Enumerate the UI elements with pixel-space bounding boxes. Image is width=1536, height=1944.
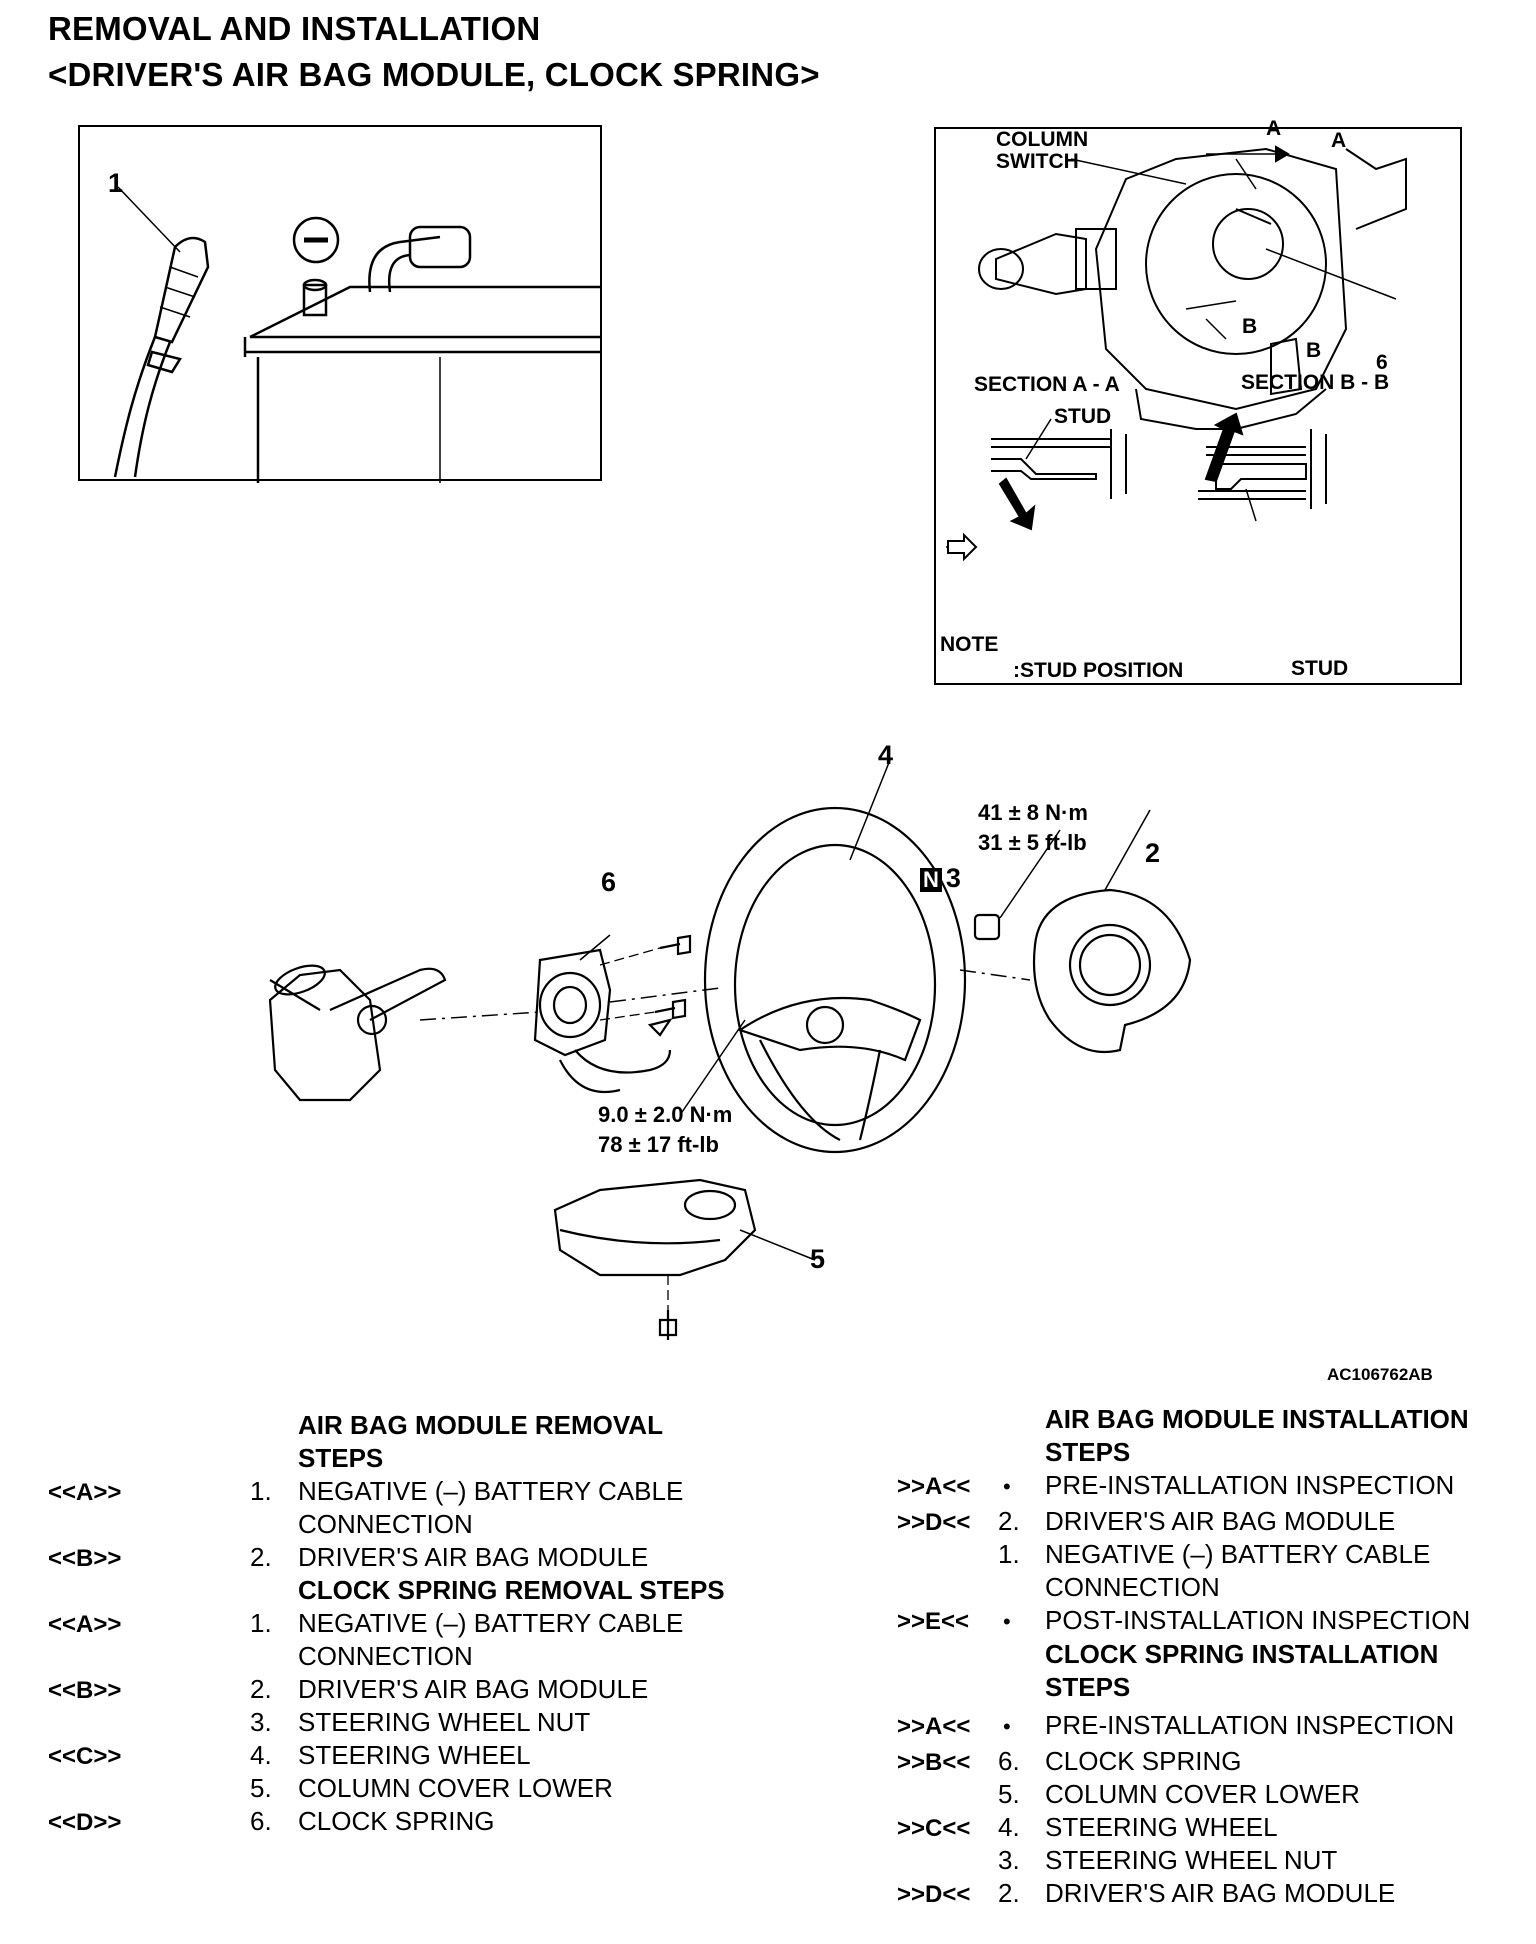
install-num: 3. <box>998 1845 1020 1875</box>
clock-spring-illustration <box>946 145 1407 562</box>
screw-torque-ftlb: 78 ± 17 ft-lb <box>598 1132 719 1157</box>
install-code: >>C<< <box>897 1815 971 1842</box>
removal-step-cont: CONNECTION <box>298 1641 473 1671</box>
install-num: 2. <box>998 1878 1020 1908</box>
install-step: DRIVER'S AIR BAG MODULE <box>1045 1878 1396 1908</box>
stud-position-label: :STUD POSITION <box>1013 659 1184 682</box>
page-subtitle: <DRIVER'S AIR BAG MODULE, CLOCK SPRING> <box>48 56 820 93</box>
nut-torque-ftlb: 31 ± 5 ft-lb <box>978 830 1087 855</box>
battery-illustration <box>113 186 600 483</box>
install-heading-airbag-2: STEPS <box>1045 1437 1131 1467</box>
install-step: NEGATIVE (–) BATTERY CABLE <box>1045 1539 1431 1569</box>
removal-code: <<B>> <box>48 1677 122 1704</box>
stud-label-top: STUD <box>1054 405 1112 428</box>
removal-code: <<A>> <box>48 1479 122 1506</box>
removal-code: <<C>> <box>48 1743 122 1770</box>
install-step-cont: CONNECTION <box>1045 1572 1220 1602</box>
removal-heading-airbag-2: STEPS <box>298 1443 384 1473</box>
note-label: NOTE <box>940 633 999 656</box>
install-num: 1. <box>998 1539 1020 1569</box>
callout-4: 4 <box>878 740 894 770</box>
removal-num: 2. <box>250 1542 272 1572</box>
label-b-left: B <box>1242 315 1258 338</box>
install-num: 4. <box>998 1812 1020 1842</box>
install-step: CLOCK SPRING <box>1045 1746 1242 1776</box>
removal-step: STEERING WHEEL NUT <box>298 1707 591 1737</box>
callout-5: 5 <box>810 1244 826 1274</box>
removal-step: COLUMN COVER LOWER <box>298 1773 613 1803</box>
page-title: REMOVAL AND INSTALLATION <box>48 10 541 47</box>
callout-6: 6 <box>601 867 617 897</box>
install-num: 2. <box>998 1506 1020 1536</box>
removal-num: 1. <box>250 1476 272 1506</box>
install-code: >>E<< <box>897 1608 970 1635</box>
callout-3-number: 3 <box>945 863 961 893</box>
new-part-badge: N <box>920 868 942 892</box>
removal-step-cont: CONNECTION <box>298 1509 473 1539</box>
screw-torque-nm: 9.0 ± 2.0 N·m <box>598 1102 733 1127</box>
install-step: DRIVER'S AIR BAG MODULE <box>1045 1506 1396 1536</box>
install-bullet: • <box>1003 1609 1011 1634</box>
removal-num: 3. <box>250 1707 272 1737</box>
install-heading-clock-1: CLOCK SPRING INSTALLATION <box>1045 1639 1439 1669</box>
battery-figure: 1 <box>78 125 602 483</box>
removal-num: 4. <box>250 1740 272 1770</box>
install-step: POST-INSTALLATION INSPECTION <box>1045 1605 1471 1635</box>
install-step: STEERING WHEEL <box>1045 1812 1278 1842</box>
label-b-right: B <box>1306 339 1322 362</box>
install-heading-airbag-1: AIR BAG MODULE INSTALLATION <box>1045 1404 1469 1434</box>
removal-step: CLOCK SPRING <box>298 1806 495 1836</box>
install-num: 6. <box>998 1746 1020 1776</box>
removal-code: <<A>> <box>48 1611 122 1638</box>
section-bb-label: SECTION B - B <box>1241 371 1390 394</box>
removal-num: 5. <box>250 1773 272 1803</box>
removal-num: 1. <box>250 1608 272 1638</box>
install-bullet: • <box>1003 1714 1011 1739</box>
removal-num: 6. <box>250 1806 272 1836</box>
removal-code: <<B>> <box>48 1545 122 1572</box>
callout-6-detail: 6 <box>1376 351 1388 374</box>
figure-code: AC106762AB <box>1327 1365 1433 1384</box>
section-aa-label: SECTION A - A <box>974 373 1120 396</box>
callout-2: 2 <box>1145 838 1161 868</box>
removal-code: <<D>> <box>48 1809 122 1836</box>
exploded-diagram <box>268 759 1192 1340</box>
removal-step: NEGATIVE (–) BATTERY CABLE <box>298 1476 684 1506</box>
install-step: PRE-INSTALLATION INSPECTION <box>1045 1470 1455 1500</box>
callout-1: 1 <box>108 168 124 198</box>
column-switch-label: COLUMN SWITCH <box>996 128 1089 173</box>
install-code: >>D<< <box>897 1881 971 1908</box>
install-heading-clock-2: STEPS <box>1045 1672 1131 1702</box>
label-a-right: A <box>1331 129 1347 152</box>
install-step: COLUMN COVER LOWER <box>1045 1779 1360 1809</box>
install-step: STEERING WHEEL NUT <box>1045 1845 1338 1875</box>
clock-spring-detail-figure: COLUMN SWITCH A A B B 6 SECTION A - A SE… <box>934 117 1462 685</box>
removal-num: 2. <box>250 1674 272 1704</box>
install-code: >>D<< <box>897 1509 971 1536</box>
removal-step: DRIVER'S AIR BAG MODULE <box>298 1674 649 1704</box>
install-code: >>A<< <box>897 1473 971 1500</box>
removal-step: DRIVER'S AIR BAG MODULE <box>298 1542 649 1572</box>
install-step: PRE-INSTALLATION INSPECTION <box>1045 1710 1455 1740</box>
install-bullet: • <box>1003 1474 1011 1499</box>
stud-label-bottom: STUD <box>1291 657 1349 680</box>
install-code: >>A<< <box>897 1713 971 1740</box>
nut-torque-nm: 41 ± 8 N·m <box>978 800 1088 825</box>
removal-step: STEERING WHEEL <box>298 1740 531 1770</box>
install-num: 5. <box>998 1779 1020 1809</box>
label-a-left: A <box>1266 117 1282 140</box>
install-code: >>B<< <box>897 1749 971 1776</box>
removal-heading-airbag-1: AIR BAG MODULE REMOVAL <box>298 1410 663 1440</box>
removal-heading-clock: CLOCK SPRING REMOVAL STEPS <box>298 1575 725 1605</box>
removal-step: NEGATIVE (–) BATTERY CABLE <box>298 1608 684 1638</box>
